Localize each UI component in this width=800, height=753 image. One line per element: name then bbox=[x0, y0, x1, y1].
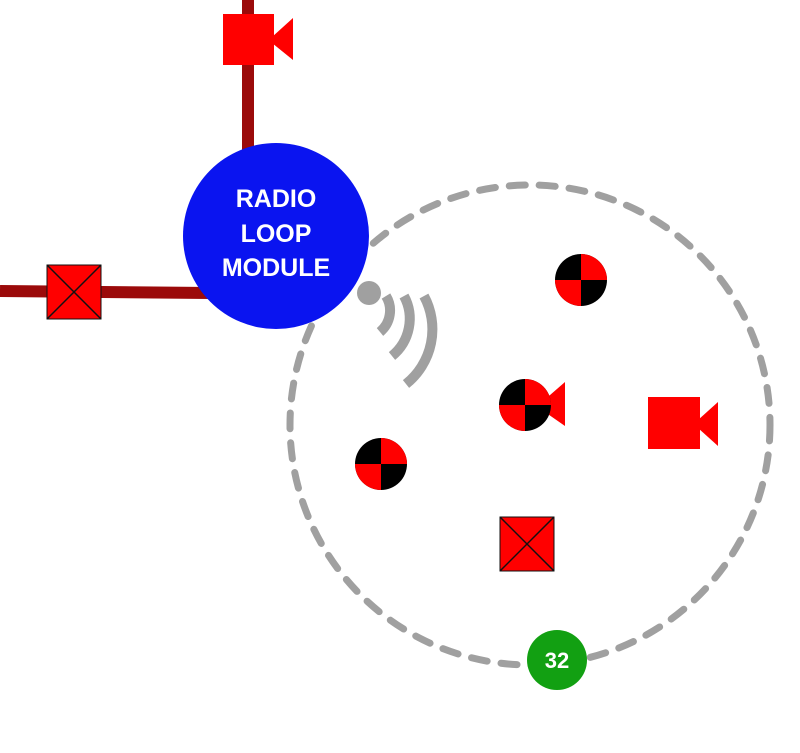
module-label-line-1: RADIO bbox=[236, 185, 317, 213]
module-label-line-2: LOOP bbox=[241, 220, 312, 248]
zone-number-badge-label: 32 bbox=[545, 648, 569, 673]
wire-left bbox=[0, 285, 211, 299]
wired-camera-icon[interactable] bbox=[223, 14, 293, 65]
wireless-sensor-icon[interactable] bbox=[499, 516, 555, 572]
wired-sensor-icon[interactable] bbox=[46, 264, 102, 320]
smoke-detector-icon-top[interactable] bbox=[555, 254, 607, 306]
radio-loop-module[interactable]: RADIO LOOP MODULE bbox=[183, 143, 369, 329]
wireless-camera-icon[interactable] bbox=[648, 397, 718, 449]
wireless-signal-icon bbox=[357, 281, 438, 388]
detector-camera-icon[interactable] bbox=[499, 379, 565, 431]
module-label-line-3: MODULE bbox=[222, 254, 330, 282]
zone-number-badge[interactable]: 32 bbox=[527, 630, 587, 690]
smoke-detector-icon-left[interactable] bbox=[355, 438, 407, 490]
